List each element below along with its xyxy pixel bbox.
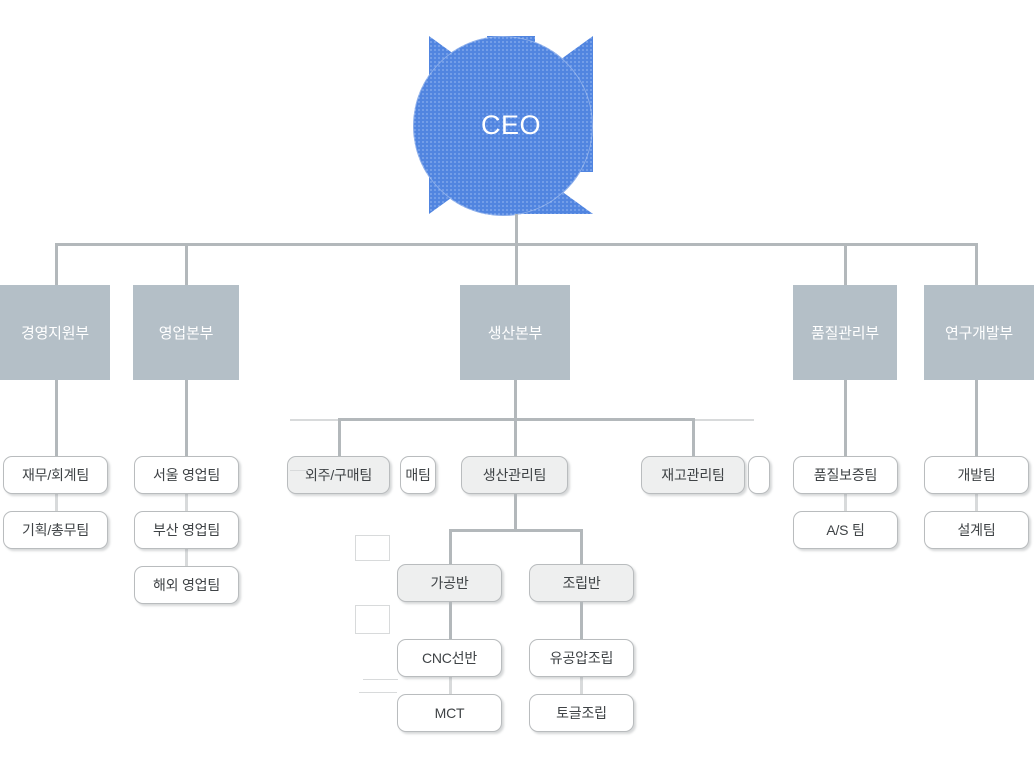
team-label: 서울 영업팀 (152, 467, 221, 483)
team-design[interactable]: 설계팀 (924, 511, 1029, 549)
connector-hydraulic-to-toggle (580, 677, 583, 694)
bracket-artifact-2-left (355, 605, 356, 634)
division-sales[interactable]: 영업본부 (133, 285, 239, 380)
bracket-artifact-3 (363, 679, 398, 680)
team-hydraulic-assembly[interactable]: 유공압조립 (529, 639, 634, 677)
connector-drop-production-mgmt (514, 418, 517, 456)
team-partial-edge-right[interactable] (748, 456, 770, 494)
team-mct[interactable]: MCT (397, 694, 502, 732)
division-label: 생산본부 (487, 325, 543, 342)
team-label: 유공압조립 (549, 650, 614, 666)
connector-rnd-stem (975, 380, 978, 456)
team-label: 토글조립 (556, 705, 607, 721)
team-label: 품질보증팀 (813, 467, 878, 483)
team-assembly-line[interactable]: 조립반 (529, 564, 634, 602)
connector-rnd-to-second (975, 494, 978, 511)
team-after-service[interactable]: A/S 팀 (793, 511, 898, 549)
connector-drop-outsourcing (338, 418, 341, 456)
team-label: 매팀 (405, 467, 431, 483)
team-production-management[interactable]: 생산관리팀 (461, 456, 568, 494)
team-seoul-sales[interactable]: 서울 영업팀 (134, 456, 239, 494)
team-label: 설계팀 (957, 522, 996, 538)
connector-machining-to-cnc (449, 602, 452, 639)
connector-drop-rnd (975, 243, 978, 285)
team-partial-occluded[interactable]: 매팀 (400, 456, 436, 494)
team-label: MCT (434, 705, 465, 721)
connector-drop-production (515, 243, 518, 285)
team-label: 부산 영업팀 (152, 522, 221, 538)
connector-sales-to-second (185, 494, 188, 511)
connector-production-stem (514, 380, 517, 418)
team-finance-accounting[interactable]: 재무/회계팀 (3, 456, 108, 494)
team-cnc-lathe[interactable]: CNC선반 (397, 639, 502, 677)
division-quality[interactable]: 품질관리부 (793, 285, 897, 380)
division-rnd[interactable]: 연구개발부 (924, 285, 1034, 380)
team-label: 조립반 (562, 575, 601, 591)
team-outsourcing-purchasing[interactable]: 외주/구매팀 (287, 456, 390, 494)
connector-cnc-to-mct (449, 677, 452, 694)
team-label: A/S 팀 (826, 522, 865, 538)
team-development[interactable]: 개발팀 (924, 456, 1029, 494)
connector-drop-inventory (692, 418, 695, 456)
connector-drop-sales (185, 243, 188, 285)
bracket-artifact-1-bottom (355, 560, 390, 561)
team-quality-assurance[interactable]: 품질보증팀 (793, 456, 898, 494)
connector-drop-quality (844, 243, 847, 285)
team-label: 가공반 (430, 575, 469, 591)
connector-management-stem (55, 380, 58, 456)
bracket-artifact-1-left (355, 535, 356, 561)
connector-drop-assembly (580, 529, 583, 564)
connector-drop-machining (449, 529, 452, 564)
team-inventory-management[interactable]: 재고관리팀 (641, 456, 745, 494)
bracket-artifact-2-vert (389, 605, 390, 633)
connector-management-to-second (55, 494, 58, 511)
team-busan-sales[interactable]: 부산 영업팀 (134, 511, 239, 549)
division-production[interactable]: 생산본부 (460, 285, 570, 380)
connector-sales-to-third (185, 549, 188, 566)
ceo-circle-shape (413, 36, 593, 216)
division-label: 경영지원부 (20, 325, 89, 342)
team-toggle-assembly[interactable]: 토글조립 (529, 694, 634, 732)
team-label: 개발팀 (957, 467, 996, 483)
connector-assembly-to-hydraulic (580, 602, 583, 639)
bracket-artifact-2-top (355, 605, 390, 606)
connector-production-mgmt-stem (514, 494, 517, 531)
connector-production-bus-extension-right (694, 419, 754, 421)
connector-production-bus-extension-left (290, 419, 338, 421)
connector-lines-bus (449, 529, 582, 532)
division-management-support[interactable]: 경영지원부 (0, 285, 110, 380)
bracket-artifact-5 (290, 470, 310, 471)
connector-ceo-stem (515, 214, 518, 245)
team-label: 해외 영업팀 (152, 577, 221, 593)
division-label: 연구개발부 (944, 325, 1013, 342)
connector-drop-management (55, 243, 58, 285)
team-label: CNC선반 (421, 650, 478, 666)
connector-quality-stem (844, 380, 847, 456)
team-label: 외주/구매팀 (304, 467, 373, 483)
team-label: 생산관리팀 (482, 467, 547, 483)
connector-sales-stem (185, 380, 188, 456)
team-overseas-sales[interactable]: 해외 영업팀 (134, 566, 239, 604)
team-machining-line[interactable]: 가공반 (397, 564, 502, 602)
bracket-artifact-4 (359, 692, 397, 693)
team-label: 재무/회계팀 (21, 467, 90, 483)
team-label: 기획/총무팀 (21, 522, 90, 538)
bracket-artifact-2-bottom (355, 633, 390, 634)
team-planning-general-affairs[interactable]: 기획/총무팀 (3, 511, 108, 549)
bracket-artifact-1-top (355, 535, 390, 536)
bracket-artifact-1-vert (389, 535, 390, 560)
connector-quality-to-second (844, 494, 847, 511)
division-label: 영업본부 (158, 325, 214, 342)
division-label: 품질관리부 (810, 325, 879, 342)
team-label: 재고관리팀 (661, 467, 725, 483)
ceo-node[interactable]: CEO (413, 36, 593, 216)
